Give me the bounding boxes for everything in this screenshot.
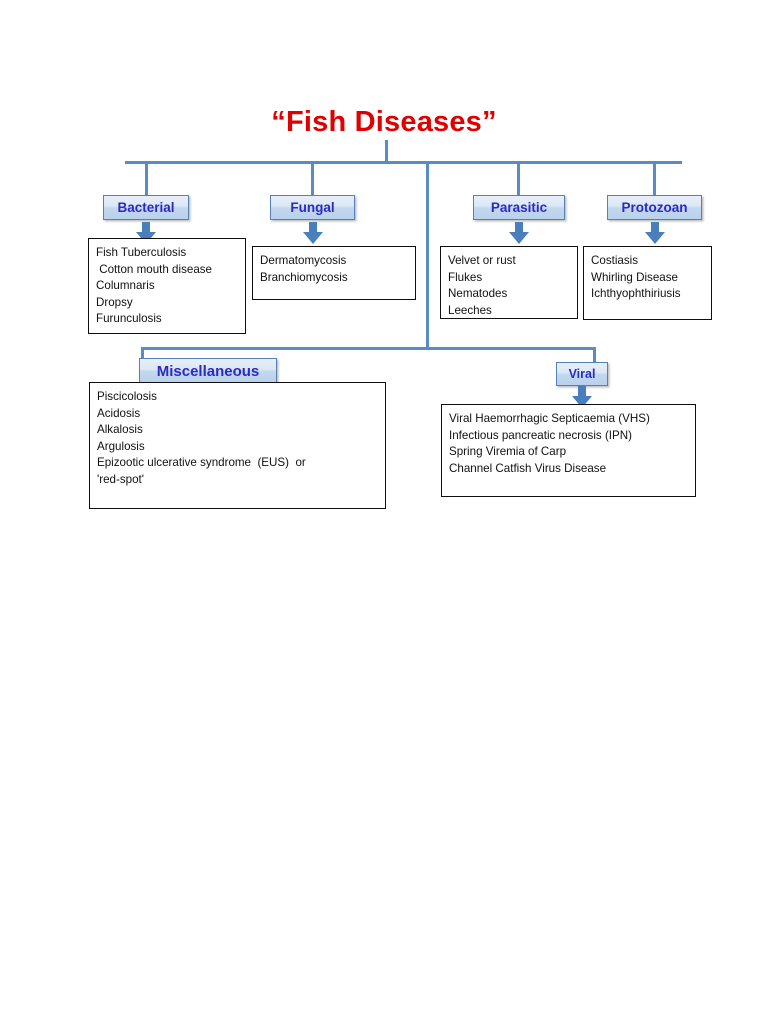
- list-item: Velvet or rust: [448, 254, 516, 267]
- connector-drop-protozoan: [653, 163, 656, 195]
- list-item: Channel Catfish Virus Disease: [449, 461, 607, 475]
- category-label-bacterial[interactable]: Bacterial: [103, 195, 189, 220]
- list-item: Cotton mouth disease: [96, 262, 213, 276]
- category-label-fungal[interactable]: Fungal: [270, 195, 355, 220]
- down-arrow-icon-parasitic: [509, 222, 529, 244]
- list-item: Epizootic ulcerative syndrome (EUS) or: [97, 456, 306, 469]
- down-arrow-icon-protozoan: [645, 222, 665, 244]
- arrow-head: [303, 232, 323, 244]
- category-label-text: Protozoan: [621, 200, 688, 215]
- list-item: Piscicolosis: [97, 390, 157, 403]
- disease-list-miscellaneous: Piscicolosis Acidosis Alkalosis Argulosi…: [89, 382, 386, 509]
- connector-horizontal-bus-bottom: [141, 347, 596, 350]
- category-label-protozoan[interactable]: Protozoan: [607, 195, 702, 220]
- category-label-parasitic[interactable]: Parasitic: [473, 195, 565, 220]
- list-item: Acidosis: [97, 406, 141, 420]
- arrow-shaft: [309, 222, 317, 233]
- list-item: Furunculosis: [96, 312, 162, 325]
- list-item: Alkalosis: [97, 423, 143, 436]
- list-item: Branchiomycosis: [260, 270, 348, 284]
- category-label-text: Parasitic: [490, 200, 548, 215]
- connector-drop-miscellaneous: [141, 349, 144, 360]
- connector-horizontal-bus-top: [125, 161, 682, 164]
- category-label-viral[interactable]: Viral: [556, 362, 608, 386]
- disease-list-bacterial: Fish Tuberculosis Cotton mouth disease C…: [88, 238, 246, 334]
- category-label-text: Bacterial: [117, 200, 175, 215]
- disease-list-viral: Viral Haemorrhagic Septicaemia (VHS) Inf…: [441, 404, 696, 497]
- arrow-head: [509, 232, 529, 244]
- list-item: Costiasis: [591, 254, 639, 267]
- list-item: Viral Haemorrhagic Septicaemia (VHS): [449, 412, 650, 425]
- arrow-shaft: [578, 386, 586, 397]
- category-label-text: Fungal: [290, 200, 335, 215]
- category-label-miscellaneous[interactable]: Miscellaneous: [139, 358, 277, 384]
- list-item: Whirling Disease: [591, 270, 678, 284]
- connector-drop-viral: [593, 349, 596, 363]
- list-item: Flukes: [448, 270, 483, 284]
- list-item: Infectious pancreatic necrosis (IPN): [449, 428, 632, 442]
- category-label-text: Miscellaneous: [156, 362, 260, 380]
- list-item: Nematodes: [448, 287, 508, 300]
- list-item: Dropsy: [96, 295, 133, 309]
- disease-list-protozoan: Costiasis Whirling Disease Ichthyophthir…: [583, 246, 712, 320]
- list-item: 'red-spot': [97, 472, 144, 486]
- connector-drop-bacterial: [145, 163, 148, 195]
- category-label-text: Viral: [568, 367, 596, 381]
- arrow-shaft: [142, 222, 150, 233]
- arrow-shaft: [515, 222, 523, 233]
- connector-drop-to-second-bus: [426, 163, 429, 350]
- page-title: “Fish Diseases”: [271, 106, 497, 138]
- connector-drop-parasitic: [517, 163, 520, 195]
- list-item: Columnaris: [96, 279, 155, 292]
- list-item: Fish Tuberculosis: [96, 246, 187, 259]
- list-item: Spring Viremia of Carp: [449, 445, 567, 458]
- connector-title-stem: [385, 140, 388, 164]
- list-item: Argulosis: [97, 439, 145, 453]
- list-item: Dermatomycosis: [260, 254, 347, 267]
- arrow-head: [645, 232, 665, 244]
- disease-list-fungal: Dermatomycosis Branchiomycosis: [252, 246, 416, 300]
- arrow-shaft: [651, 222, 659, 233]
- disease-list-parasitic: Velvet or rust Flukes Nematodes Leeches: [440, 246, 578, 319]
- connector-drop-fungal: [311, 163, 314, 195]
- down-arrow-icon-fungal: [303, 222, 323, 244]
- list-item: Leeches: [448, 303, 492, 317]
- list-item: Ichthyophthiriusis: [591, 287, 681, 300]
